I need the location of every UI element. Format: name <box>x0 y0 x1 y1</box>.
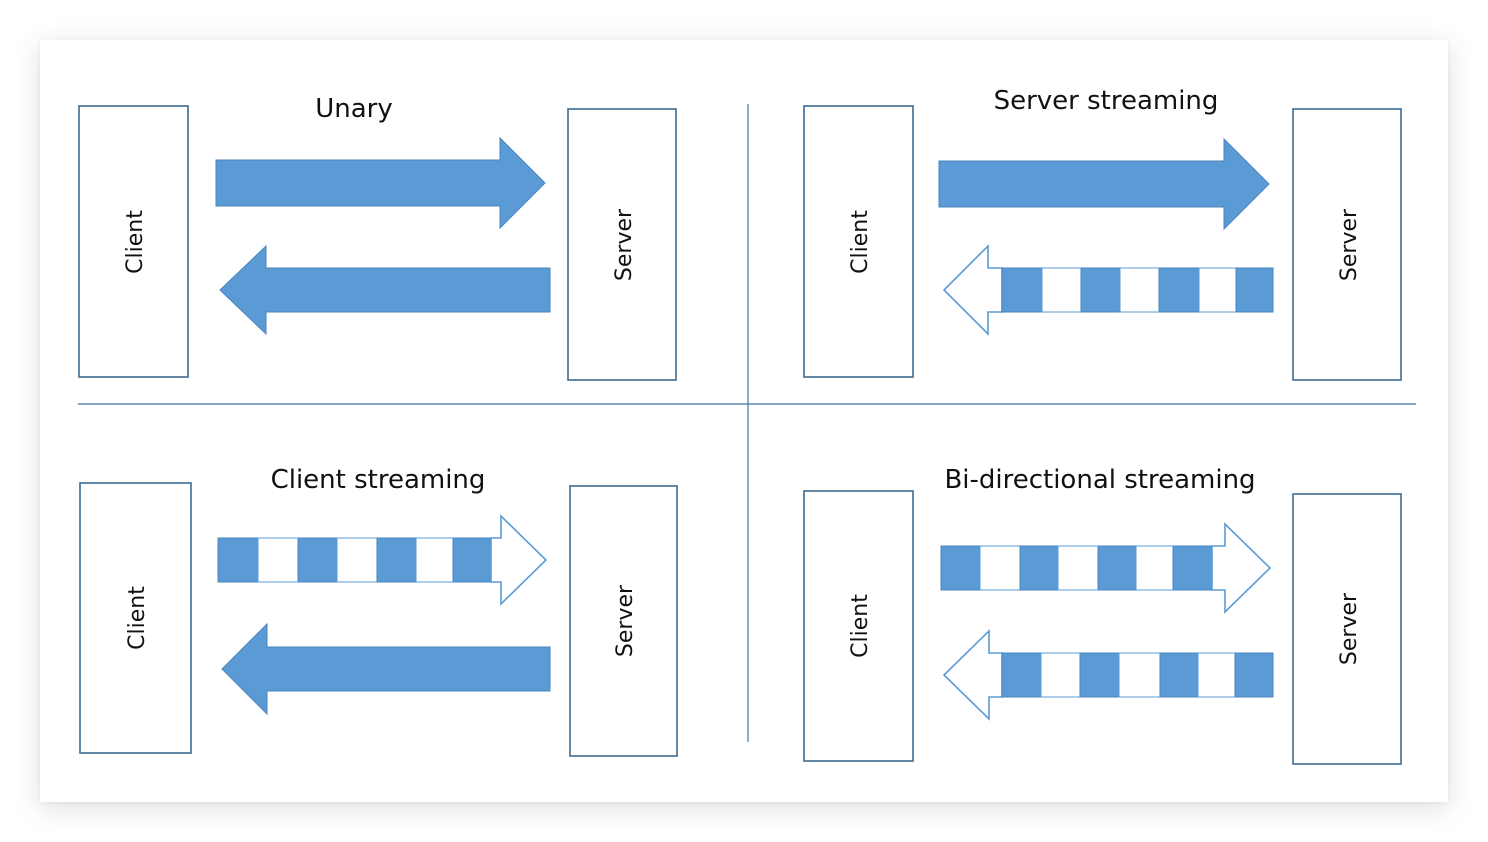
request-arrow <box>215 136 546 230</box>
panel-title: Server streaming <box>994 86 1219 116</box>
stream-request-arrow-head <box>490 514 548 606</box>
stream-segment <box>1079 652 1120 698</box>
stream-segment <box>1135 545 1174 591</box>
server-label: Server <box>1337 592 1362 665</box>
stream-segment <box>940 545 981 591</box>
panel-server-streaming: Server streaming Client Server <box>803 86 1402 381</box>
stream-segment <box>979 545 1021 591</box>
stream-segment <box>1172 545 1213 591</box>
stream-segment <box>1234 652 1274 698</box>
stream-segment <box>1097 545 1137 591</box>
stream-response-arrow-head <box>942 629 1003 721</box>
stream-segment <box>217 537 259 583</box>
response-arrow <box>221 622 551 716</box>
panel-title: Unary <box>315 94 393 124</box>
panel-title: Bi-directional streaming <box>944 465 1255 495</box>
stream-response-arrow-head <box>942 244 1003 336</box>
server-box <box>1292 493 1402 765</box>
stream-segment <box>1019 545 1059 591</box>
client-label: Client <box>848 594 873 658</box>
response-arrow <box>219 244 551 336</box>
stream-segment <box>1197 652 1236 698</box>
stream-segment <box>1158 267 1200 313</box>
server-label: Server <box>1337 208 1362 281</box>
client-label: Client <box>848 210 873 274</box>
server-label: Server <box>612 208 637 281</box>
stream-segment <box>1040 652 1081 698</box>
client-box <box>803 490 914 762</box>
stream-segment <box>297 537 338 583</box>
client-box <box>79 482 192 754</box>
stream-segment <box>1041 267 1082 313</box>
stream-segment <box>257 537 299 583</box>
panel-bidirectional-streaming: Bi-directional streaming Client Server <box>803 465 1402 765</box>
stream-request-arrow-head <box>1211 522 1272 614</box>
stream-segment <box>452 537 492 583</box>
stream-segment <box>1159 652 1199 698</box>
stream-segment <box>1080 267 1121 313</box>
stream-segment <box>1198 267 1237 313</box>
stream-segment <box>1001 267 1043 313</box>
panel-client-streaming: Client streaming Client Server <box>79 465 678 757</box>
panel-title: Client streaming <box>271 465 486 495</box>
stream-segment <box>1118 652 1161 698</box>
server-box <box>1292 108 1402 381</box>
server-box <box>569 485 678 757</box>
stream-segment <box>1001 652 1042 698</box>
stream-segment <box>415 537 454 583</box>
server-box <box>567 108 677 381</box>
client-label: Client <box>123 210 148 274</box>
request-arrow <box>938 137 1270 231</box>
client-label: Client <box>125 586 150 650</box>
stream-segment <box>336 537 378 583</box>
client-box <box>803 105 914 378</box>
stream-segment <box>376 537 417 583</box>
stream-segment <box>1057 545 1099 591</box>
stream-segment <box>1119 267 1160 313</box>
panel-unary: Unary Client Server <box>78 94 677 381</box>
server-label: Server <box>613 584 638 657</box>
client-box <box>78 105 189 378</box>
stream-segment <box>1235 267 1274 313</box>
